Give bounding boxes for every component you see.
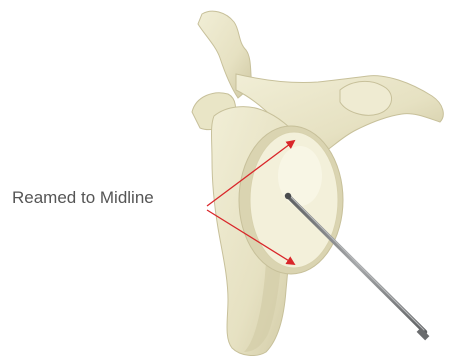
guide-pin-entry [285, 193, 291, 199]
glenoid-highlight [278, 146, 322, 206]
scapula-bone [192, 11, 443, 355]
annotation-label: Reamed to Midline [12, 188, 154, 208]
